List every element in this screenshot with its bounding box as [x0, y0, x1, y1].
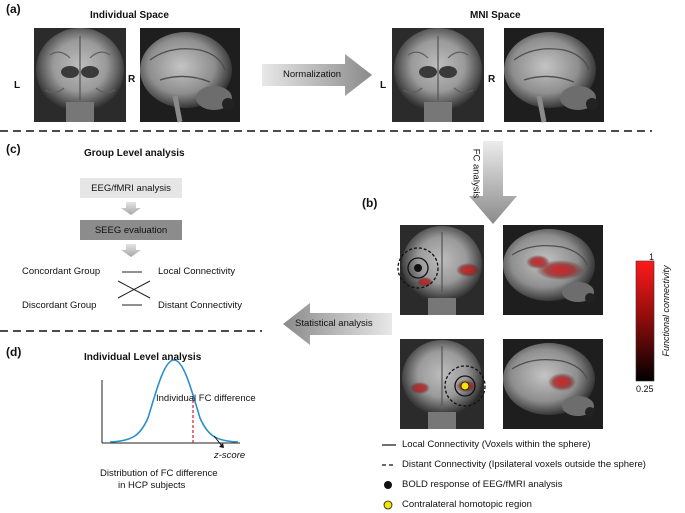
statistical-analysis-arrow	[283, 303, 392, 345]
gaussian-curve	[109, 359, 239, 443]
distant-connectivity: Distant Connectivity	[158, 300, 242, 311]
colorbar-min: 0.25	[636, 384, 654, 394]
statistical-analysis-label: Statistical analysis	[295, 318, 373, 329]
eeg-fmri-box	[80, 178, 182, 198]
distribution-plot	[101, 359, 240, 448]
legend-distant: Distant Connectivity (Ipsilateral voxels…	[402, 459, 646, 470]
fc-analysis-label: FC analysis	[470, 148, 482, 199]
panel-d-label: (d)	[6, 345, 22, 359]
left-marker-individual: L	[14, 80, 21, 91]
flow-arrow-1	[121, 202, 141, 215]
coronal-mri-individual	[34, 28, 126, 122]
seeg-box	[80, 220, 182, 240]
concordant-group: Concordant Group	[22, 266, 101, 277]
legend-local: Local Connectivity (Voxels within the sp…	[402, 439, 591, 450]
coronal-fc-local	[397, 225, 484, 315]
eeg-fmri-box-label: EEG/fMRI analysis	[91, 182, 171, 194]
right-marker-individual: R	[128, 74, 136, 85]
panel-a-label: (a)	[6, 2, 21, 16]
sagittal-fc-distant	[503, 339, 603, 429]
coronal-mri-mni	[392, 28, 484, 122]
legend-bold: BOLD response of EEG/fMRI analysis	[402, 479, 563, 490]
individual-fc-difference: Individual FC difference	[156, 393, 256, 404]
sagittal-mri-individual	[140, 28, 240, 123]
legend-yellow-dot	[383, 500, 393, 510]
legend-black-dot	[384, 481, 392, 489]
individual-level-title: Individual Level analysis	[84, 352, 202, 363]
coronal-fc-distant	[400, 339, 486, 429]
sagittal-mri-mni	[504, 28, 604, 123]
zscore-label: z-score	[214, 450, 246, 461]
group-connectors	[117, 271, 151, 306]
group-level-title: Group Level analysis	[84, 148, 185, 159]
individual-space-title: Individual Space	[90, 10, 169, 21]
normalization-arrow	[262, 54, 372, 96]
legend-contralateral: Contralateral homotopic region	[402, 499, 532, 510]
seeg-box-label: SEEG evaluation	[94, 224, 168, 236]
distribution-caption-line2: in HCP subjects	[118, 480, 186, 491]
distribution-caption-line1: Distribution of FC difference	[100, 468, 218, 479]
panel-b-label: (b)	[362, 196, 378, 210]
fc-analysis-arrow	[469, 141, 517, 224]
discordant-group: Discordant Group	[22, 300, 97, 311]
sagittal-fc-local	[503, 225, 603, 315]
right-marker-mni: R	[488, 74, 496, 85]
colorbar-max: 1	[649, 252, 655, 262]
panel-c-label: (c)	[6, 142, 21, 156]
colorbar	[635, 260, 655, 382]
local-connectivity: Local Connectivity	[158, 266, 236, 277]
left-marker-mni: L	[380, 80, 387, 91]
mni-space-title: MNI Space	[470, 10, 521, 21]
colorbar-title: Functional connectivity	[661, 265, 671, 357]
flow-arrow-2	[121, 244, 141, 257]
normalization-label: Normalization	[283, 69, 342, 80]
zscore-arrow	[213, 435, 223, 447]
